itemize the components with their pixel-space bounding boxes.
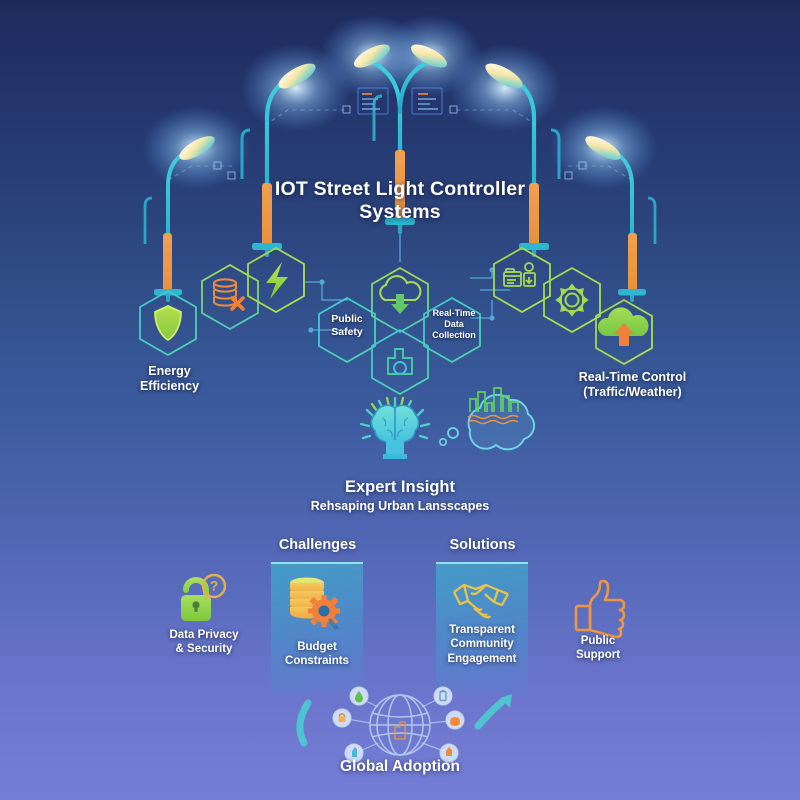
lamp-far-left (166, 146, 198, 302)
city-building-icon (387, 348, 413, 375)
hud-panel-right (411, 87, 443, 115)
expert-insight-subtitle: Rehsaping Urban Lansscapes (310, 499, 490, 513)
challenges-panel[interactable] (271, 562, 363, 694)
hex-settings[interactable] (543, 266, 601, 334)
thumbs-up-icon (574, 579, 626, 639)
globe (369, 694, 431, 756)
hex-energy-efficiency[interactable] (139, 289, 197, 357)
skyline-water (467, 414, 519, 425)
lamp-network-links (167, 109, 633, 181)
data-privacy-security-label: Data Privacy & Security (169, 629, 239, 656)
energy-efficiency-label: Energy Efficiency (139, 364, 200, 393)
expert-insight-title: Expert Insight (344, 478, 455, 496)
shield-icon (154, 305, 182, 342)
budget-constraints-label: Budget Constraints (285, 641, 349, 668)
lamp-network-nodes (213, 105, 587, 180)
adoption-arrows (296, 698, 506, 747)
city-skyline-thought-icon (438, 387, 536, 451)
padlock-question-icon: ? (181, 573, 227, 621)
lamp-mid-left (264, 73, 299, 258)
idea-rays (359, 396, 431, 440)
public-support-label: Public Support (575, 635, 621, 662)
transparent-community-engagement-label: Transparent Community Engagement (447, 624, 517, 665)
challenges-heading: Challenges (278, 537, 357, 553)
server-control-icon (503, 262, 536, 287)
realtime-control-label: Real-Time Control (Traffic/Weather) (578, 370, 687, 399)
lamp-glows (142, 14, 658, 190)
cloud-download-icon (379, 275, 422, 314)
globe-network-icon (332, 686, 465, 763)
idea-rays-green (370, 396, 405, 413)
lamp-far-right (602, 146, 634, 302)
node-links (346, 698, 451, 752)
lamp-center-heads (353, 44, 448, 68)
globe-center-building (394, 721, 406, 740)
cloud-upload-icon (597, 307, 649, 346)
brain-idea-icon (359, 396, 431, 459)
skyline-buildings (469, 387, 519, 412)
hex-cloud-upload[interactable] (595, 298, 653, 366)
page-title-line1: IOT Street Light Controller (274, 178, 526, 200)
padlock-icon (338, 713, 346, 723)
coins-cross-icon (213, 278, 245, 311)
hex-power[interactable] (247, 246, 305, 314)
hex-cost-savings[interactable] (201, 263, 259, 331)
adoption-node-icons (332, 686, 465, 763)
lightning-bolt-icon (266, 262, 288, 299)
gear-icon (555, 283, 589, 317)
hud-panel-left (357, 87, 389, 115)
global-adoption-label: Global Adoption (340, 758, 460, 775)
shopping-bag-icon (450, 717, 460, 726)
hex-control-panel[interactable] (493, 246, 551, 314)
flame-icon (446, 747, 452, 756)
hex-public-safety-label: Public Safety (331, 313, 363, 339)
page-title: IOT Street Light Controller Systems (200, 178, 600, 224)
lamp-mid-right (502, 73, 537, 258)
hex-data-collection-label: Real-Time Data Collection (432, 308, 476, 340)
adoption-arrow-head (500, 694, 512, 708)
page-title-line2: Systems (359, 201, 441, 223)
thumbs-up-icon (352, 747, 357, 757)
solutions-heading: Solutions (449, 537, 516, 553)
svg-text:?: ? (210, 578, 219, 594)
